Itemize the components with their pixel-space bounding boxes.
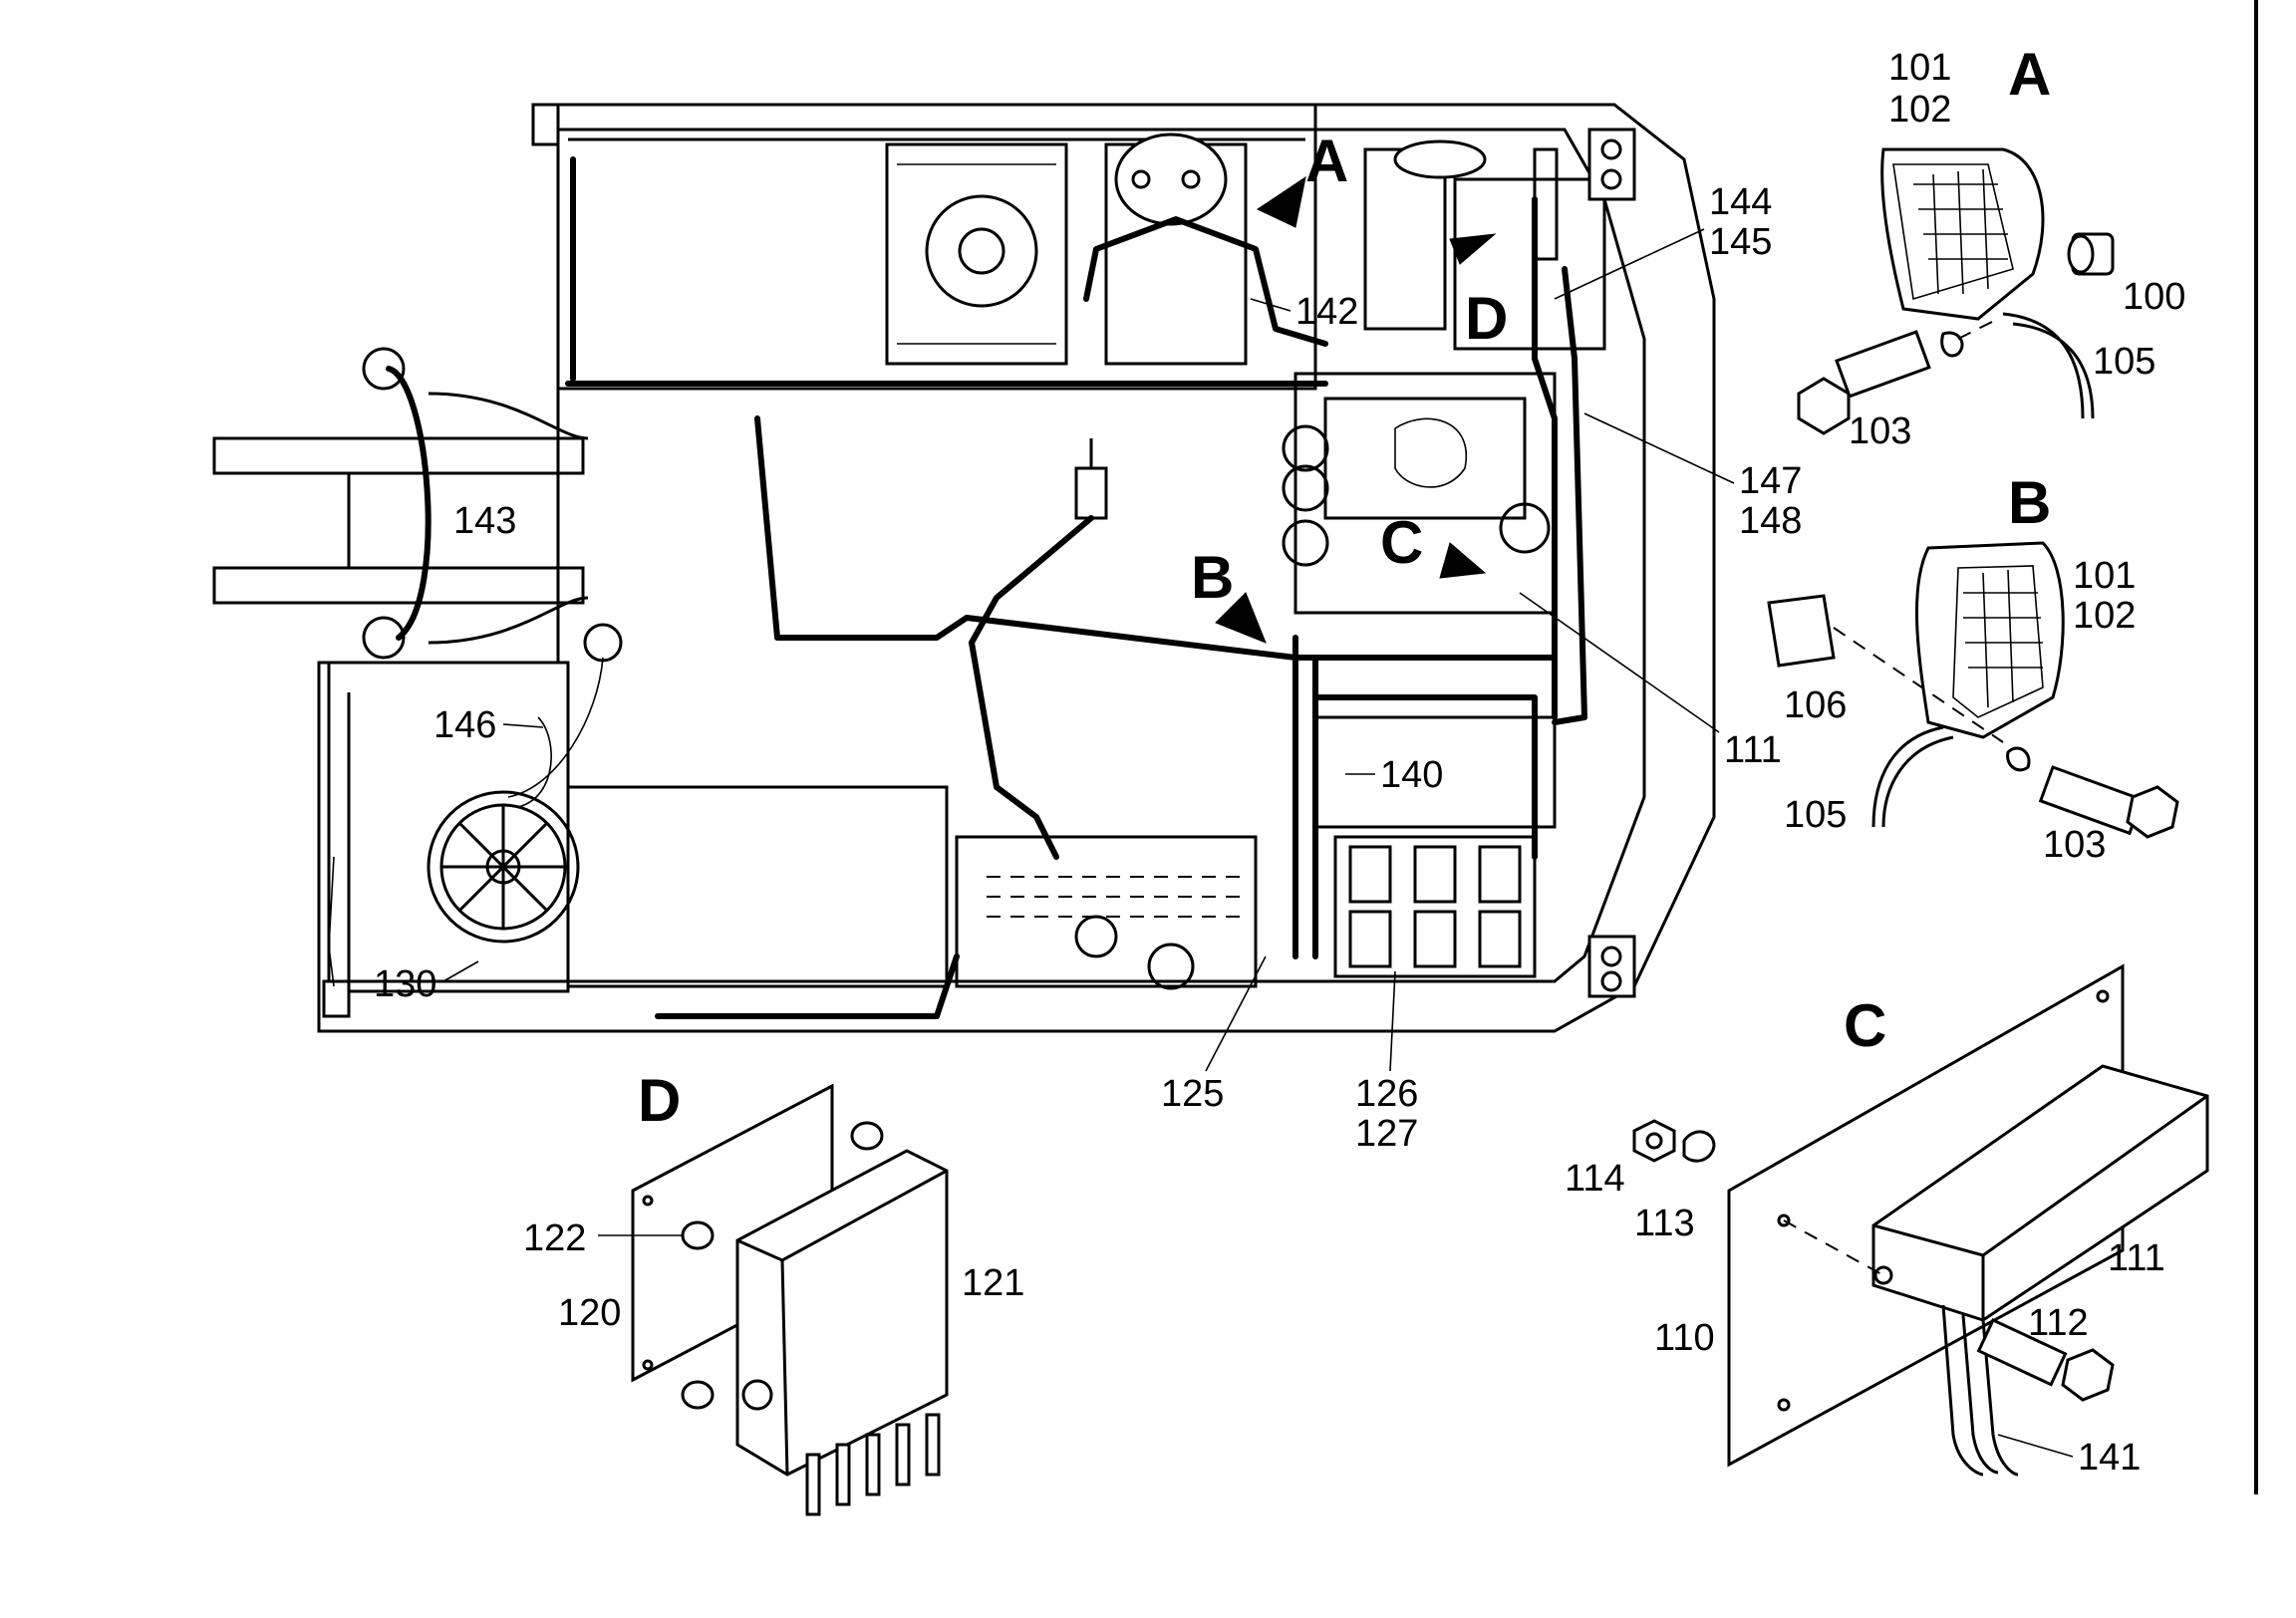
callout-arrow-b: [1215, 592, 1267, 644]
label-126: 126: [1355, 1073, 1418, 1115]
detail-d: D 122 121 120: [523, 1067, 1024, 1516]
label-130: 130: [374, 963, 436, 1005]
detail-c-label-114: 114: [1565, 1158, 1625, 1200]
detail-d-label-122: 122: [523, 1217, 586, 1259]
detail-a-label-105: 105: [2093, 341, 2155, 383]
label-140: 140: [1380, 754, 1443, 796]
detail-a-title: A: [2008, 41, 2051, 108]
detail-c-title: C: [1844, 992, 1886, 1059]
callout-arrow-c: [1439, 542, 1487, 579]
detail-b-label-105: 105: [1784, 794, 1847, 836]
detail-d-label-121: 121: [962, 1262, 1024, 1304]
label-143: 143: [453, 500, 516, 542]
callout-d: D: [1465, 285, 1508, 352]
detail-b-label-103: 103: [2043, 824, 2106, 866]
detail-c-label-110: 110: [1654, 1317, 1715, 1359]
detail-c-label-111: 111: [2108, 1237, 2165, 1279]
callout-arrow-d: [1449, 233, 1497, 265]
wiring-harness: [328, 156, 1587, 1019]
callout-arrow-a: [1256, 175, 1306, 228]
label-125: 125: [1161, 1073, 1224, 1115]
detail-b-title: B: [2008, 469, 2051, 536]
detail-a-label-103: 103: [1849, 410, 1911, 452]
machine-assembly: [212, 103, 1716, 1033]
detail-c-label-141: 141: [2078, 1437, 2141, 1479]
label-148: 148: [1739, 500, 1802, 542]
detail-b-label-106: 106: [1784, 684, 1847, 726]
detail-a-label-100: 100: [2123, 276, 2185, 318]
label-111-main: 111: [1724, 729, 1782, 771]
detail-c-label-113: 113: [1634, 1203, 1695, 1244]
detail-c: C 114 113 111 112 110 141: [1565, 963, 2209, 1479]
detail-b-label-102: 102: [2073, 595, 2136, 637]
label-127: 127: [1355, 1113, 1418, 1155]
detail-d-label-120: 120: [558, 1292, 621, 1334]
detail-a-label-102: 102: [1888, 89, 1951, 131]
label-145: 145: [1709, 221, 1772, 263]
detail-a: A 101 102 100 105 103: [1797, 41, 2185, 452]
callout-c: C: [1380, 509, 1423, 576]
label-144: 144: [1709, 181, 1772, 223]
label-142: 142: [1295, 291, 1358, 333]
label-146: 146: [433, 704, 496, 746]
callout-b: B: [1191, 544, 1234, 611]
callout-a: A: [1305, 128, 1348, 194]
detail-a-label-101: 101: [1888, 47, 1951, 89]
detail-b: B 101 102 106 105 103: [1767, 469, 2179, 866]
detail-d-title: D: [638, 1067, 681, 1134]
detail-c-label-112: 112: [2028, 1302, 2089, 1344]
label-147: 147: [1739, 460, 1802, 502]
detail-b-label-101: 101: [2073, 555, 2136, 597]
